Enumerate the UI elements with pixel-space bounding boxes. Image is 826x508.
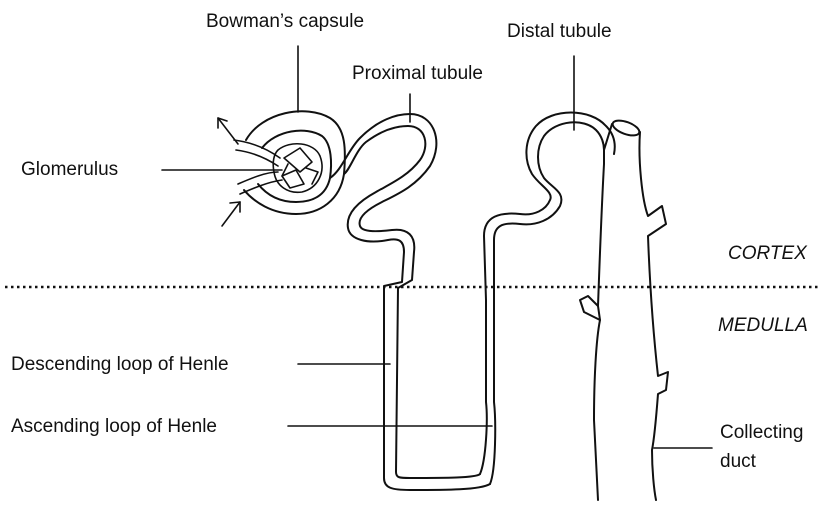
glomerulus-knot [273, 144, 322, 193]
outflow-arrow [218, 118, 238, 144]
ascending-limb-outer-wall [490, 122, 604, 484]
collecting-duct [580, 118, 668, 500]
collecting-duct-label-line1: Collecting [720, 423, 803, 442]
distal-tubule-label: Distal tubule [507, 22, 612, 41]
medulla-label: MEDULLA [718, 316, 808, 335]
proximal-tubule-label: Proximal tubule [352, 64, 483, 83]
cortex-label: CORTEX [728, 244, 807, 263]
inflow-arrow [222, 202, 240, 226]
proximal-tubule-inner-wall [330, 114, 480, 478]
ascending-loop-label: Ascending loop of Henle [11, 417, 217, 436]
glomerulus-label: Glomerulus [21, 160, 118, 179]
bowmans-capsule-outer [244, 111, 345, 214]
descending-loop-label: Descending loop of Henle [11, 355, 229, 374]
collecting-duct-label-line2: duct [720, 452, 756, 471]
bowmans-capsule-label: Bowman’s capsule [206, 12, 364, 31]
